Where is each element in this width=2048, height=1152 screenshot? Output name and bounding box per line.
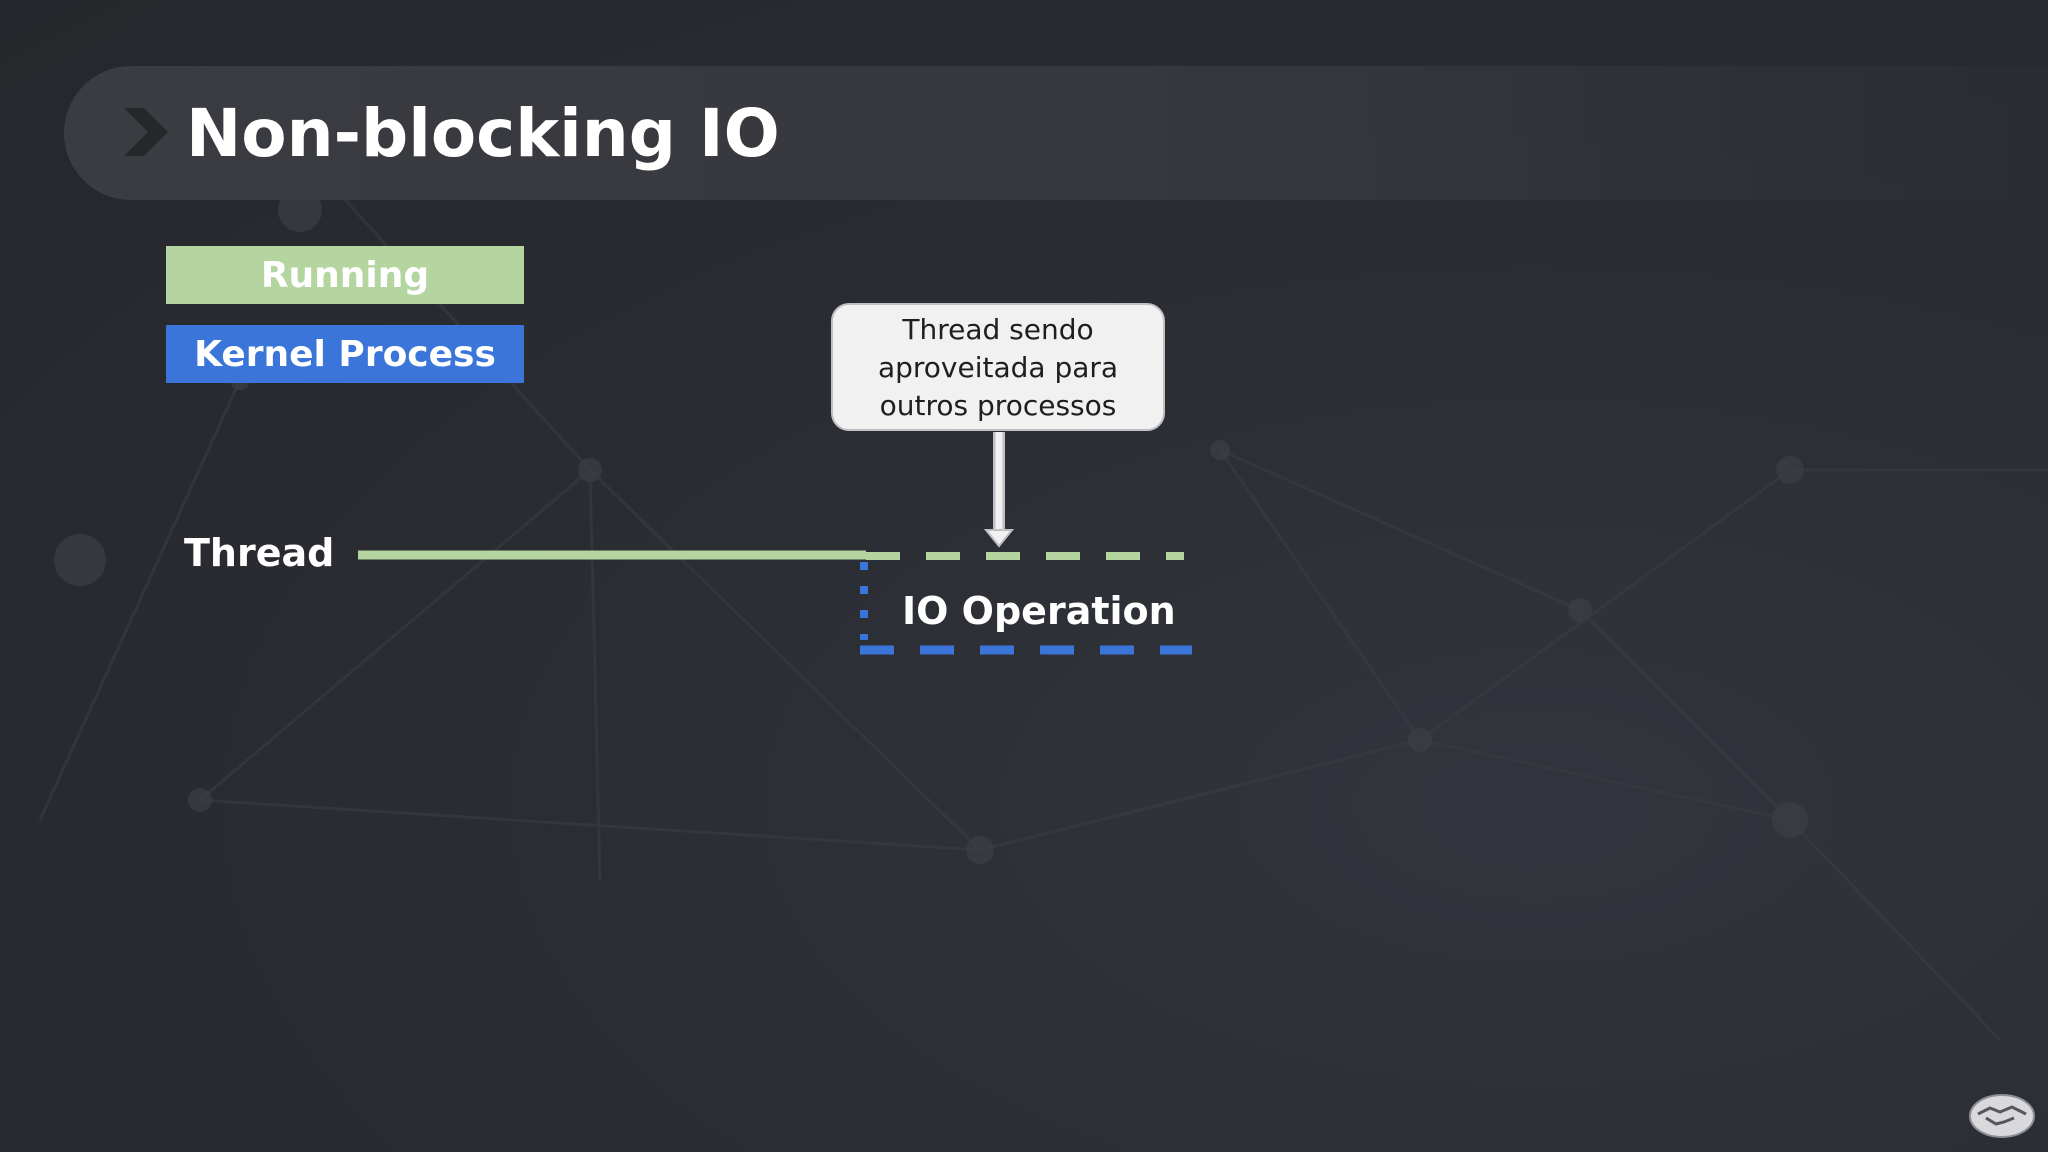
title-banner [64,66,2048,200]
handshake-logo [1969,1094,2035,1138]
slide-title: Non-blocking IO [186,95,780,172]
io-operation-label: IO Operation [902,589,1176,633]
thread-label: Thread [184,531,335,575]
callout-line: Thread sendo [902,313,1094,346]
callout-arrow-head [983,529,1015,548]
legend-running: Running [166,246,524,304]
chevron-right-icon [124,108,168,156]
callout-line: aproveitada para [877,351,1119,384]
callout-box: Thread sendo aproveitada para outros pro… [831,303,1165,431]
callout-line: outros processos [879,389,1117,422]
legend-kernel-process: Kernel Process [166,325,524,383]
